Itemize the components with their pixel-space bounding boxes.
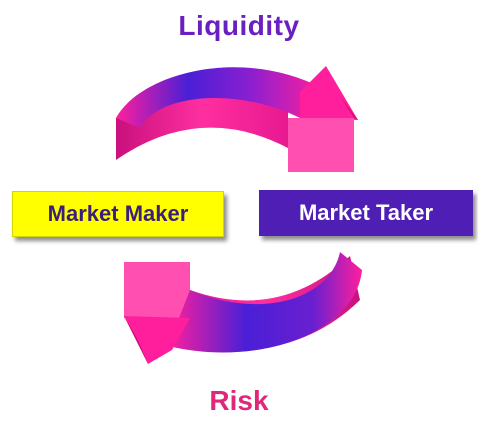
top-arrow-end-block — [288, 118, 354, 172]
risk-label: Risk — [209, 385, 269, 416]
market-maker-label: Market Maker — [47, 201, 189, 226]
top-arrow-face — [116, 67, 322, 128]
market-taker-box: Market Taker — [259, 190, 473, 236]
top-arrowhead — [300, 66, 358, 120]
bottom-arrow-start-block — [124, 262, 190, 318]
liquidity-label: Liquidity — [178, 10, 300, 41]
market-taker-label: Market Taker — [298, 200, 434, 225]
market-maker-box: Market Maker — [12, 191, 224, 237]
bottom-arrow-face — [168, 252, 362, 353]
bottom-arrowhead — [124, 316, 190, 364]
bottom-curved-arrow — [124, 252, 362, 364]
top-curved-arrow — [116, 66, 358, 172]
